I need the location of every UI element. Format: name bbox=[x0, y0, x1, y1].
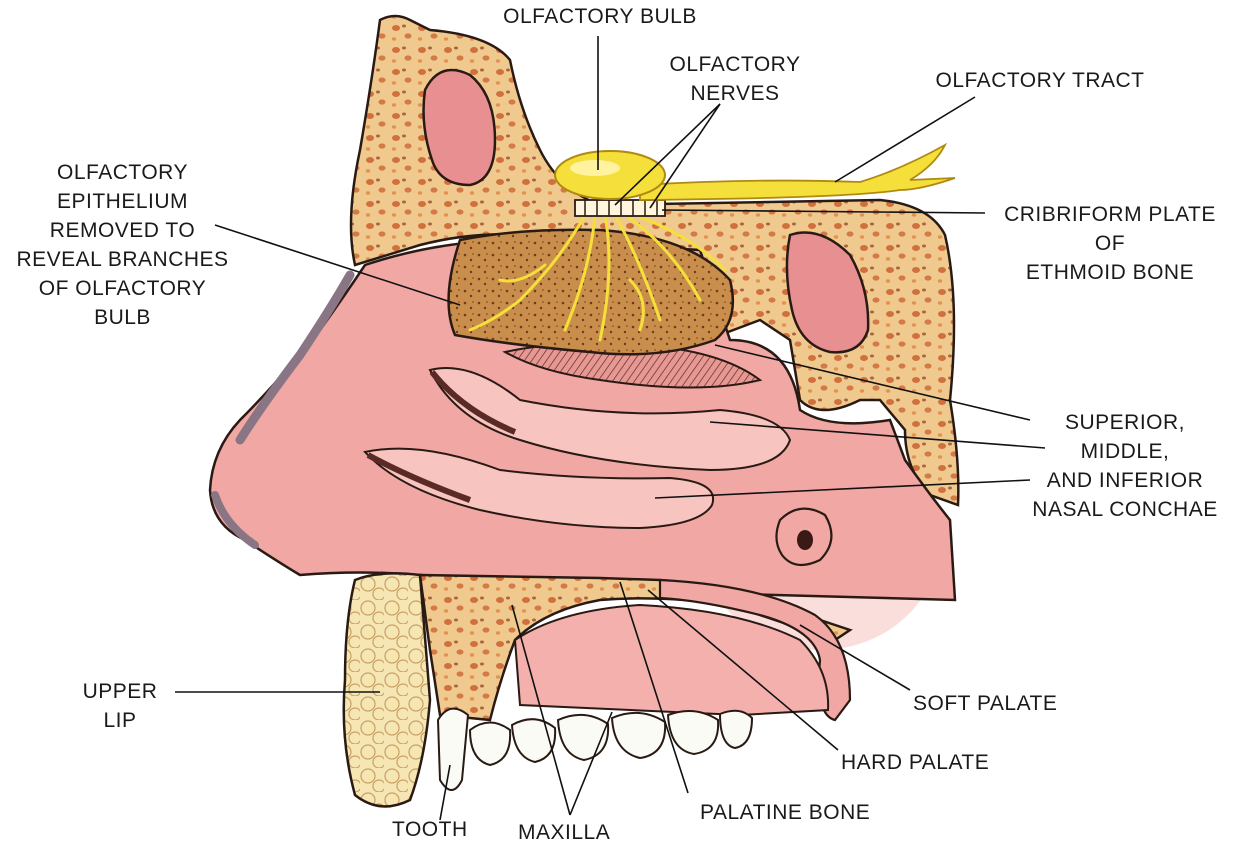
cribriform-plate bbox=[574, 199, 666, 217]
label-soft-palate-line: SOFT PALATE bbox=[913, 692, 1058, 715]
cribriform-holes bbox=[584, 200, 658, 216]
label-maxilla-line: MAXILLA bbox=[518, 821, 611, 844]
label-olfactory-tract-line: OLFACTORY TRACT bbox=[935, 69, 1145, 92]
label-nasal-conchae-line: MIDDLE, bbox=[1080, 440, 1170, 463]
upper-lip bbox=[342, 572, 432, 808]
frontal-sinus bbox=[422, 68, 497, 187]
label-olfactory-tract: OLFACTORY TRACT bbox=[905, 66, 1175, 95]
label-olfactory-epithelium-line: OF OLFACTORY bbox=[38, 277, 207, 300]
leader-epithelium bbox=[214, 224, 461, 306]
teeth-row bbox=[436, 707, 754, 791]
label-cribriform-plate-line: ETHMOID BONE bbox=[1025, 261, 1195, 284]
leader-olfactory-nerves-b bbox=[649, 103, 721, 209]
oral-cavity bbox=[513, 603, 830, 717]
label-upper-lip-line: LIP bbox=[103, 709, 137, 732]
label-nasal-conchae-line: AND INFERIOR bbox=[1046, 469, 1204, 492]
label-hard-palate: HARD PALATE bbox=[841, 748, 989, 777]
label-olfactory-epithelium-line: BULB bbox=[94, 306, 151, 329]
leader-soft-palate bbox=[799, 624, 911, 691]
label-olfactory-nerves-line: OLFACTORY bbox=[669, 53, 801, 76]
leader-maxilla-a bbox=[511, 604, 571, 816]
olfactory-epithelium bbox=[447, 228, 735, 356]
label-soft-palate: SOFT PALATE bbox=[913, 689, 1057, 718]
leader-palatine-bone bbox=[619, 581, 689, 794]
label-olfactory-nerves-line: NERVES bbox=[690, 82, 780, 105]
label-olfactory-epithelium-line: EPITHELIUM bbox=[56, 190, 189, 213]
label-olfactory-epithelium: OLFACTORY EPITHELIUM REMOVED TO REVEAL BRAN… bbox=[0, 158, 245, 332]
label-tooth-line: TOOTH bbox=[392, 818, 468, 841]
leader-lines bbox=[175, 36, 1046, 821]
middle-concha bbox=[428, 367, 792, 472]
olfactory-bulb bbox=[554, 150, 666, 200]
label-upper-lip: UPPER LIP bbox=[65, 677, 175, 735]
olfactory-tract bbox=[639, 142, 956, 201]
leader-tooth bbox=[439, 764, 451, 821]
olfactory-bulb-highlight bbox=[570, 160, 620, 176]
eustachian-hole bbox=[797, 530, 813, 550]
label-cribriform-plate: CRIBRIFORM PLATE OF ETHMOID BONE bbox=[985, 200, 1235, 287]
leader-olfactory-nerves-a bbox=[614, 103, 721, 206]
inferior-concha bbox=[363, 447, 715, 530]
label-nasal-conchae-line: NASAL CONCHAE bbox=[1032, 498, 1218, 521]
label-olfactory-nerves: OLFACTORY NERVES bbox=[640, 50, 830, 108]
frontal-bone bbox=[349, 14, 960, 507]
nasal-cartilage bbox=[235, 270, 355, 445]
leader-olfactory-tract bbox=[834, 96, 976, 183]
label-olfactory-epithelium-line: REVEAL BRANCHES bbox=[16, 248, 229, 271]
inferior-concha-shadow bbox=[366, 452, 472, 503]
label-nasal-conchae: SUPERIOR, MIDDLE, AND INFERIOR NASAL CONCHA… bbox=[1015, 408, 1235, 524]
leader-superior-concha bbox=[714, 344, 1031, 421]
label-olfactory-epithelium-line: REMOVED TO bbox=[49, 219, 196, 242]
label-olfactory-bulb: OLFACTORY BULB bbox=[500, 2, 700, 31]
leader-inferior-concha bbox=[654, 479, 1031, 499]
label-palatine-bone: PALATINE BONE bbox=[700, 798, 870, 827]
label-upper-lip-line: UPPER bbox=[82, 680, 158, 703]
label-hard-palate-line: HARD PALATE bbox=[841, 751, 990, 774]
label-cribriform-plate-line: OF bbox=[1094, 232, 1126, 255]
leader-hard-palate bbox=[647, 589, 839, 751]
label-palatine-bone-line: PALATINE BONE bbox=[700, 801, 871, 824]
label-maxilla: MAXILLA bbox=[518, 818, 610, 847]
label-olfactory-bulb-line: OLFACTORY BULB bbox=[503, 5, 697, 28]
label-cribriform-plate-line: CRIBRIFORM PLATE bbox=[1004, 203, 1216, 226]
label-nasal-conchae-line: SUPERIOR, bbox=[1064, 411, 1186, 434]
middle-concha-shadow bbox=[429, 370, 517, 435]
leader-cribriform bbox=[661, 209, 986, 214]
nostril-rim bbox=[211, 491, 259, 549]
leader-maxilla-b bbox=[569, 711, 613, 816]
sphenoid-sinus bbox=[785, 231, 870, 354]
olfactory-nerve-branches bbox=[468, 213, 727, 342]
label-olfactory-epithelium-line: OLFACTORY bbox=[57, 161, 188, 184]
leader-middle-concha bbox=[709, 421, 1046, 449]
label-tooth: TOOTH bbox=[392, 815, 468, 844]
